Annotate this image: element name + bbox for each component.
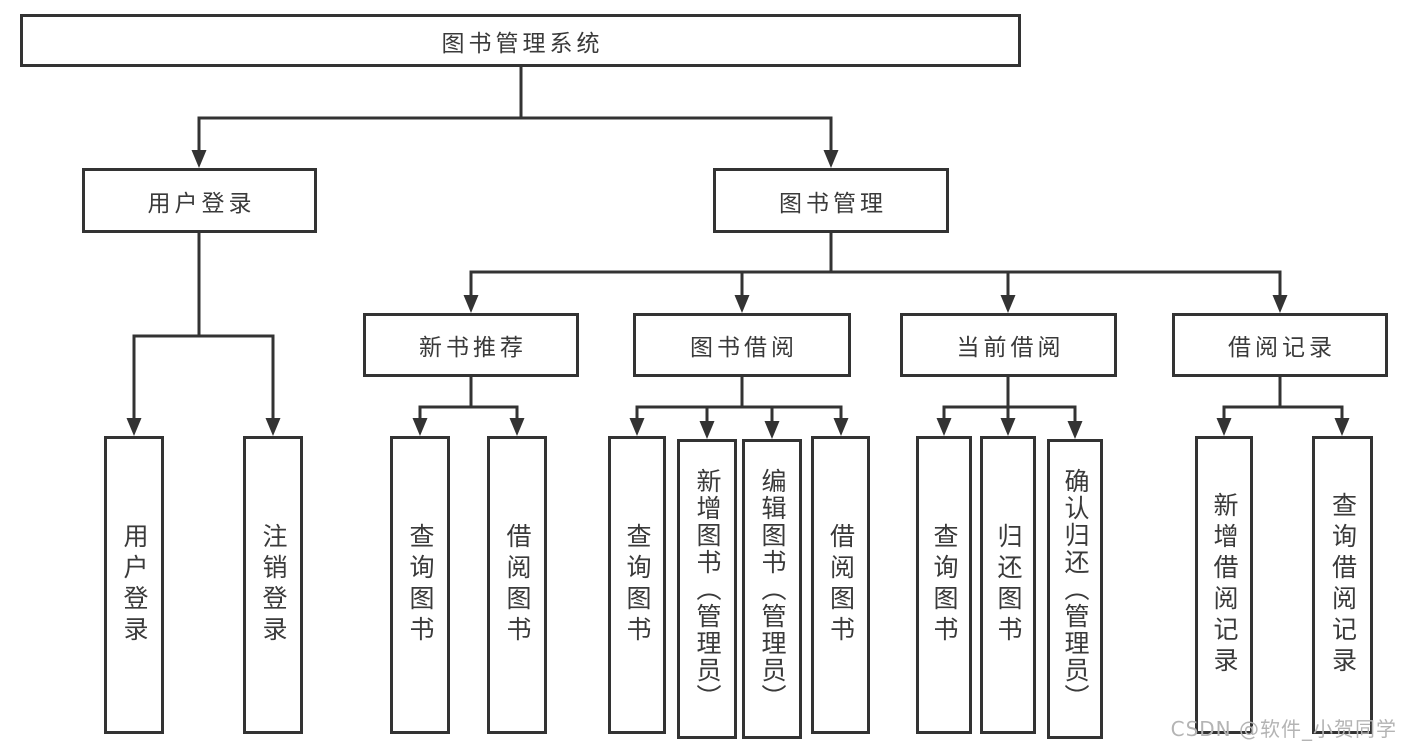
connector-new-book-recommend-children [418, 375, 519, 420]
leaf-recommend-query-books: 查询图书 [390, 436, 450, 734]
leaf-add-borrow-record: 新增借阅记录 [1195, 436, 1253, 734]
connector-book-management-to-modules [469, 231, 1282, 297]
leaf-confirm-return-admin: 确认归还（管理员） [1047, 439, 1103, 739]
connector-current-borrow-children [942, 375, 1077, 423]
leaf-query-borrow-record: 查询借阅记录 [1312, 436, 1373, 734]
leaf-user-login: 用户登录 [104, 436, 164, 734]
leaf-recommend-borrow-books: 借阅图书 [487, 436, 547, 734]
leaf-edit-books-admin: 编辑图书（管理员） [742, 439, 802, 739]
leaf-return-books: 归还图书 [980, 436, 1036, 734]
leaf-logout: 注销登录 [243, 436, 303, 734]
connector-user-login-children [132, 231, 275, 420]
node-new-book-recommend: 新书推荐 [363, 313, 579, 377]
watermark: CSDN @软件_小贺同学 [1170, 717, 1397, 741]
connector-borrow-record-children [1222, 375, 1344, 420]
connector-book-borrow-children [635, 375, 843, 423]
node-borrow-record: 借阅记录 [1172, 313, 1388, 377]
leaf-borrow-borrow-books: 借阅图书 [811, 436, 870, 734]
node-book-management: 图书管理 [713, 168, 949, 233]
node-user-login: 用户登录 [82, 168, 317, 233]
leaf-borrow-query-books: 查询图书 [608, 436, 666, 734]
node-root: 图书管理系统 [20, 14, 1021, 67]
arrowheads [126, 150, 1350, 439]
node-book-borrow: 图书借阅 [633, 313, 851, 377]
leaf-add-books-admin: 新增图书（管理员） [677, 439, 737, 739]
node-current-borrow: 当前借阅 [900, 313, 1117, 377]
connector-root-to-level2 [197, 66, 833, 152]
leaf-current-query-books: 查询图书 [916, 436, 972, 734]
